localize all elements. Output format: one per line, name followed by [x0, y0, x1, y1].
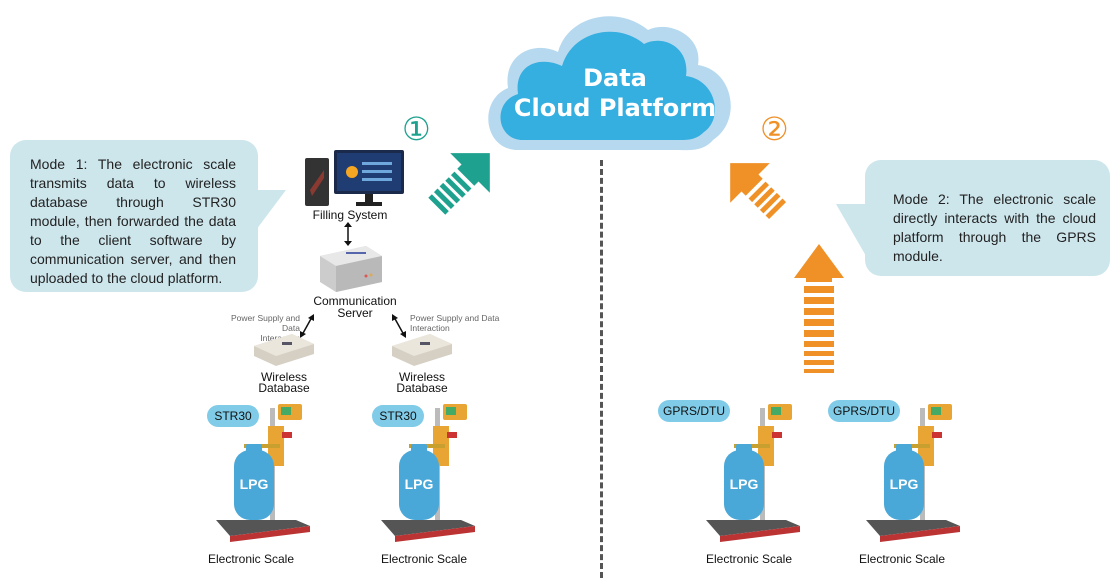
electronic-scale-1-label: Electronic Scale: [207, 552, 295, 566]
electronic-scale-1: LPG: [210, 398, 330, 548]
gprs-dtu-badge-1: GPRS/DTU: [658, 400, 730, 422]
electronic-scale-2: LPG: [375, 398, 495, 548]
lpg-scale-icon: [216, 404, 310, 542]
filling-system-computer-icon: [305, 150, 404, 206]
link-label-right-line2: Interaction: [410, 323, 450, 333]
cylinder-label: LPG: [239, 476, 269, 492]
bidirectional-arrow-icon: [344, 222, 352, 246]
cloud-shape: [488, 16, 731, 151]
mode1-number: ①: [402, 111, 431, 147]
electronic-scale-4: LPG: [860, 398, 980, 548]
communication-server-label-line2: Server: [337, 306, 373, 320]
link-label-right: Power Supply and Data Interaction: [410, 313, 510, 333]
str30-badge-2: STR30: [372, 405, 424, 427]
mode2-diagonal-arrow-icon: [730, 163, 787, 220]
electronic-scale-2-label: Electronic Scale: [380, 552, 468, 566]
cloud-title-line1: Data: [583, 64, 647, 92]
mode1-description: Mode 1: The electronic scale transmits d…: [30, 156, 236, 286]
electronic-scale-3: LPG: [700, 398, 820, 548]
cylinder-label: LPG: [404, 476, 434, 492]
mode1-callout-tail: [256, 190, 286, 230]
wireless-database-right-label-line2: Database: [396, 381, 448, 395]
link-label-left-line1: Power Supply and Data: [231, 313, 300, 333]
lpg-scale-icon: [381, 404, 475, 542]
communication-server-label-line1: Communication: [313, 294, 397, 308]
wireless-database-icon: [254, 334, 314, 366]
link-arrow-right-icon: [392, 314, 406, 338]
gprs-dtu-badge-2: GPRS/DTU: [828, 400, 900, 422]
wireless-database-left-label-line2: Database: [258, 381, 310, 395]
mode2-vertical-arrow-icon: [794, 244, 844, 373]
lpg-scale-icon: [866, 404, 960, 542]
mode2-callout: [865, 160, 1110, 276]
mode2-description: Mode 2: The electronic scale directly in…: [893, 191, 1096, 264]
cloud-title-line2: Cloud Platform: [513, 94, 717, 122]
lpg-scale-icon: [706, 404, 800, 542]
wireless-database-left-label-line1: Wireless: [260, 370, 307, 384]
wireless-database-icon: [392, 334, 452, 366]
cylinder-label: LPG: [729, 476, 759, 492]
link-label-right-line1: Power Supply and Data: [410, 313, 500, 323]
mode2-number: ②: [760, 111, 789, 147]
str30-badge-1: STR30: [207, 405, 259, 427]
electronic-scale-3-label: Electronic Scale: [705, 552, 793, 566]
cylinder-label: LPG: [889, 476, 919, 492]
link-arrow-left-icon: [300, 314, 314, 338]
communication-server-icon: [320, 246, 382, 292]
mode2-callout-tail: [836, 204, 866, 256]
mode-divider: [600, 160, 603, 578]
filling-system-label: Filling System: [312, 208, 388, 222]
mode1-callout: [10, 140, 258, 292]
electronic-scale-4-label: Electronic Scale: [858, 552, 946, 566]
wireless-database-right-label-line1: Wireless: [398, 370, 445, 384]
mode1-upload-arrow-icon: [428, 153, 490, 215]
